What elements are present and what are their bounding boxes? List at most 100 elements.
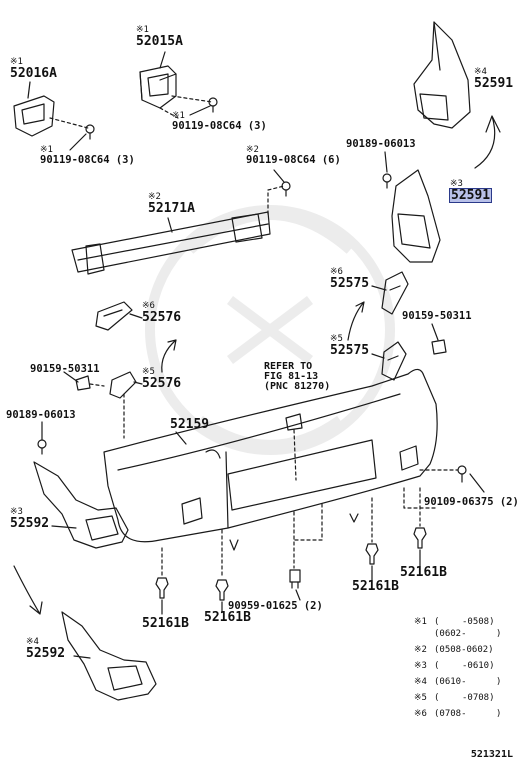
pin-52161b-a[interactable] [155,577,169,599]
leader-90119-a [189,105,211,116]
refer-part [285,413,303,431]
leader-52576-upper [129,313,143,319]
part-number: 90189-06013 [6,409,76,421]
legend-row: ※1 ( -0508) [414,618,495,627]
label-52576-upper[interactable]: ※6 52576 [142,301,181,325]
legend-mark: ※3 [414,661,427,671]
label-mark: ※5 [142,367,155,377]
splash-guard-52592-upper[interactable] [33,461,129,549]
legend-mark: ※1 [414,617,427,627]
part-number: 90159-50311 [402,310,472,322]
part-number: 90119-08C64 (6) [246,154,341,166]
legend-range: (0508-0602) [434,645,494,655]
arrow-52591 [474,115,501,169]
part-number: 90159-50311 [30,363,100,375]
leader-90159-left [63,371,79,383]
label-90109[interactable]: 90109-06375 (2) [424,497,519,508]
legend-open: ( [434,693,440,703]
legend-row: ※2(0508-0602) [414,646,494,655]
label-52015a[interactable]: ※1 52015A [136,26,183,49]
legend-row: (0602-) [414,630,501,639]
label-90189-b[interactable]: 90189-06013 [6,410,76,421]
retainer-52576-lower[interactable] [109,371,137,399]
leader-90959 [295,589,301,601]
pin-52161b-c[interactable] [365,543,379,565]
part-number: 90119-08C64 (3) [172,120,267,132]
label-52575-upper[interactable]: ※6 52575 [330,267,369,291]
leader-52576-lower [133,381,143,385]
clip-90189-a[interactable] [382,173,392,189]
legend-mark: ※5 [414,693,427,703]
leader-52016a [27,81,31,99]
bracket-52016a[interactable] [13,95,55,137]
leader-52592-upper [51,525,77,529]
retainer-52576-upper[interactable] [95,301,133,331]
bolt-90119-a[interactable] [208,97,218,113]
bolt-90119-b[interactable] [85,124,95,140]
pin-52161b-b[interactable] [215,579,229,601]
label-52592-upper[interactable]: ※3 52592 [10,507,50,531]
label-52016a[interactable]: ※1 52016A [10,58,57,81]
label-mark: ※1 [40,145,53,155]
label-90159-left[interactable]: 90159-50311 [30,364,100,375]
dash-refer [293,429,297,481]
legend-row: ※6(0708-) [414,710,501,719]
label-52161b-d[interactable]: 52161B [400,566,447,579]
retainer-52575-upper[interactable] [381,271,409,315]
label-mark: ※6 [142,301,155,311]
part-number: 52015A [136,34,183,49]
bolt-90119-c[interactable] [281,181,291,197]
legend-range: -0508) [462,617,495,627]
label-52592-lower[interactable]: ※4 52592 [26,638,65,661]
label-90159-right[interactable]: 90159-50311 [402,311,472,322]
label-90189-a[interactable]: 90189-06013 [346,139,416,150]
part-number: 52159 [170,417,210,432]
label-90959[interactable]: 90959-01625 (2) [228,601,323,612]
dash-90959 [293,503,323,569]
bumper-cover-52159[interactable] [103,368,438,543]
label-mark: ※3 [10,507,23,517]
clip-90159-left[interactable] [75,375,91,391]
label-52161b-a[interactable]: 52161B [142,617,189,630]
legend-open: ( [434,617,440,627]
label-90119-b[interactable]: ※1 90119-08C64 (3) [40,146,135,166]
clip-90189-b[interactable] [37,439,47,455]
legend-range: (0610- [434,677,467,687]
label-mark: ※6 [330,267,343,277]
label-52591-lower[interactable]: ※3 52591 [448,180,493,203]
legend-range: -0708) [462,693,495,703]
label-mark: ※2 [246,145,259,155]
splash-guard-52591-upper[interactable] [413,21,471,129]
splash-guard-52592-lower[interactable] [61,611,157,701]
clip-90159-right[interactable] [431,339,447,355]
clip-90959[interactable] [289,569,301,589]
bracket-52015a[interactable] [139,65,177,109]
part-number: 52016A [10,66,57,81]
bumper-bosses [229,513,359,551]
legend-range: -0610) [462,661,495,671]
label-52159[interactable]: 52159 [170,418,209,431]
label-52576-lower[interactable]: ※5 52576 [142,367,181,391]
arrow-52575 [347,301,365,341]
screw-90109[interactable] [457,465,467,483]
pin-52161b-d[interactable] [413,527,427,549]
part-number: 52171A [148,201,195,216]
label-90119-a[interactable]: ※1 90119-08C64 (3) [172,112,267,132]
dash-90159-left [89,383,125,439]
label-52161b-b[interactable]: 52161B [204,611,251,624]
label-52575-lower[interactable]: ※5 52575 [330,335,369,358]
part-number: 90189-06013 [346,138,416,150]
part-number-highlighted: 52591 [448,188,493,203]
splash-guard-52591-lower[interactable] [391,169,441,263]
label-52591-upper[interactable]: ※4 52591 [474,68,513,91]
part-number: 52592 [10,516,50,531]
reinforcement-52171a[interactable] [71,211,271,275]
label-52171a[interactable]: ※2 52171A [148,193,195,216]
legend-mark: ※4 [414,677,427,687]
part-number: 52161B [142,616,189,631]
label-52161b-c[interactable]: 52161B [352,580,399,593]
retainer-52575-lower[interactable] [381,341,407,381]
label-90119-c[interactable]: ※2 90119-08C64 (6) [246,146,341,166]
legend-row: ※3(-0610) [414,662,495,671]
